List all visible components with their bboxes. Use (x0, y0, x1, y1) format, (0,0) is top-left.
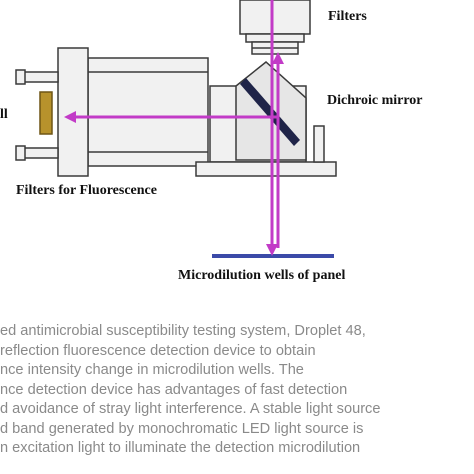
label-dichroic-mirror: Dichroic mirror (327, 93, 423, 108)
top-housing-ring (245, 33, 305, 43)
beam-arrowheads (64, 52, 284, 256)
arrowhead-up (272, 52, 284, 64)
label-filters: Filters (328, 9, 367, 24)
label-left-cut: ll (0, 107, 8, 122)
caption-line: reflection fluorescence detection device… (0, 342, 316, 359)
detector-housing (15, 47, 209, 177)
optical-diagram-svg (15, 0, 337, 258)
dichroic-mirror-plate (240, 78, 300, 146)
arrowhead-left (64, 111, 76, 123)
label-microdilution-wells: Microdilution wells of panel (178, 268, 346, 283)
detector-pin-cap-top (15, 69, 26, 85)
optical-diagram: Filters Dichroic mirror ll Filters for F… (0, 0, 423, 283)
detector-pin-cap-bottom (15, 145, 26, 161)
detector-pin-bottom (23, 147, 59, 159)
caption-line: n excitation light to illuminate the det… (0, 440, 361, 456)
top-filter-housing (239, 0, 311, 55)
detector-body (87, 57, 209, 167)
caption-line: ed antimicrobial susceptibility testing … (0, 323, 366, 339)
figure-caption: ed antimicrobial susceptibility testing … (0, 322, 474, 459)
label-filters-fluorescence: Filters for Fluorescence (16, 183, 157, 198)
dichroic-mirror (240, 78, 300, 146)
detector-pin-top (23, 71, 59, 83)
arrowhead-down (266, 244, 278, 256)
mirror-block-post (313, 125, 325, 163)
mirror-block-base (195, 161, 337, 177)
detector-flange (57, 47, 89, 177)
caption-line: d avoidance of stray light interference.… (0, 401, 381, 417)
mirror-block (195, 61, 337, 177)
caption-line: nce intensity change in microdilution we… (0, 362, 304, 378)
caption-line: d band generated by monochromatic LED li… (0, 420, 364, 437)
caption-line: nce detection device has advantages of f… (0, 381, 348, 398)
top-housing-body (239, 0, 311, 35)
light-beams (70, 0, 280, 248)
detector-lens (39, 91, 53, 135)
microdilution-well-bar (212, 254, 334, 258)
